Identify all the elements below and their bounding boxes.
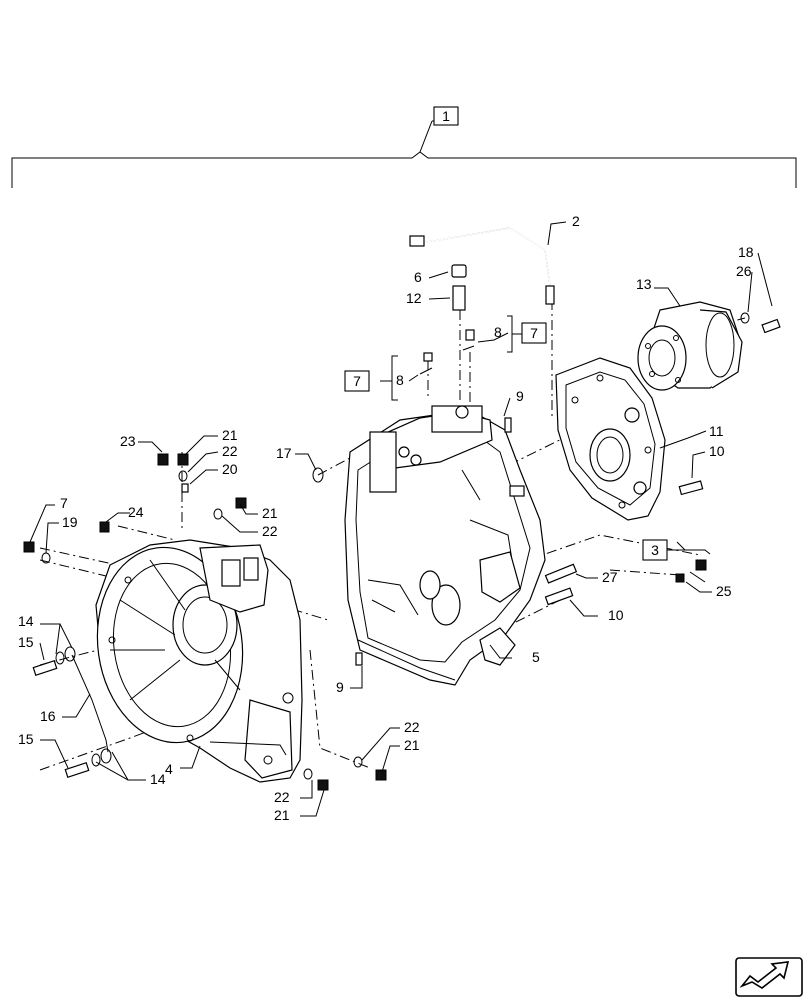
callout-16: 16 (40, 708, 56, 724)
leader-lines (29, 221, 773, 817)
callout-15-lower: 15 (18, 731, 34, 747)
rear-cover-part-11 (555, 357, 666, 521)
callout-18: 18 (738, 244, 754, 260)
callout-labels: 1 2 3 4 5 6 7 7 7 8 8 9 9 10 10 11 12 13… (18, 108, 754, 823)
callout-7-box-upper: 7 (530, 325, 538, 341)
callout-13: 13 (636, 276, 652, 292)
callout-21-c: 21 (404, 737, 420, 753)
motor-unit-part-13 (637, 301, 743, 391)
callout-25: 25 (716, 583, 732, 599)
callout-3: 3 (651, 542, 659, 558)
callout-14-lower: 14 (150, 771, 166, 787)
clutch-housing-part-4 (95, 539, 303, 783)
callout-17: 17 (276, 445, 292, 461)
callout-14-upper: 14 (18, 613, 34, 629)
callout-26: 26 (736, 263, 752, 279)
callout-9-upper: 9 (516, 388, 524, 404)
callout-10-upper: 10 (709, 443, 725, 459)
callout-8-upper: 8 (494, 324, 502, 340)
hardware-parts (23, 264, 781, 791)
callout-20: 20 (222, 461, 238, 477)
callout-22-b: 22 (262, 523, 278, 539)
callout-11: 11 (709, 423, 724, 439)
callout-19: 19 (62, 514, 78, 530)
transmission-case-part-5 (344, 405, 546, 686)
pipe-part-2 (409, 227, 555, 305)
assembly-bracket (11, 106, 797, 188)
callout-21-d: 21 (274, 807, 290, 823)
callout-10-lower: 10 (608, 607, 624, 623)
callout-1: 1 (442, 108, 450, 124)
callout-21-a: 21 (222, 427, 238, 443)
callout-7-left: 7 (60, 495, 68, 511)
callout-15-upper: 15 (18, 634, 34, 650)
callout-12: 12 (406, 290, 422, 306)
reference-boxes (344, 322, 668, 561)
callout-2: 2 (572, 213, 580, 229)
callout-27: 27 (602, 569, 618, 585)
callout-24: 24 (128, 504, 144, 520)
callout-21-b: 21 (262, 505, 278, 521)
callout-6: 6 (414, 269, 422, 285)
callout-23: 23 (120, 433, 136, 449)
callout-4: 4 (165, 761, 173, 777)
callout-8-left: 8 (396, 372, 404, 388)
callout-22-a: 22 (222, 443, 238, 459)
page-forward-arrow-icon[interactable] (735, 957, 803, 997)
callout-22-d: 22 (274, 789, 290, 805)
callout-5: 5 (532, 649, 540, 665)
callout-22-c: 22 (404, 719, 420, 735)
callout-7-box-left: 7 (353, 373, 361, 389)
callout-9-lower: 9 (336, 679, 344, 695)
